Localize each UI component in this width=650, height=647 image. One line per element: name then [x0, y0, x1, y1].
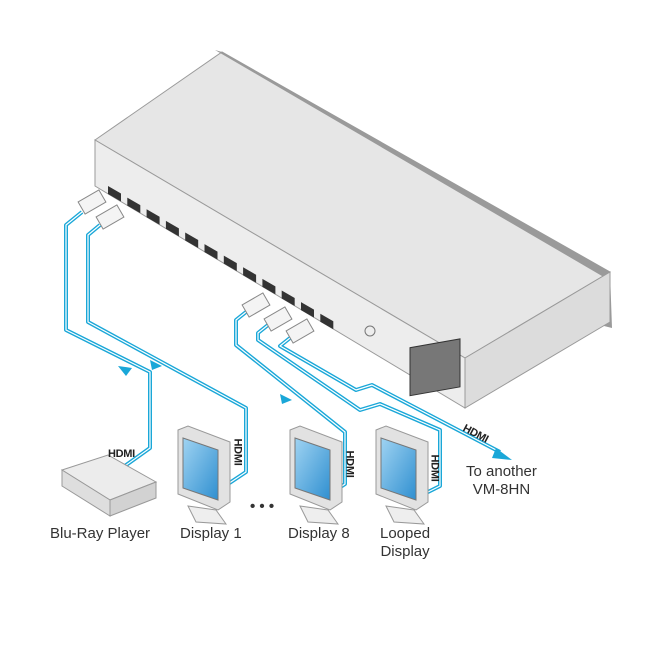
- arrow-icon: [280, 394, 292, 404]
- output-line-1: To another: [466, 463, 537, 480]
- output-line-2: VM-8HN: [472, 481, 531, 498]
- looped-line-1: Looped: [380, 525, 431, 542]
- hdmi-port: [223, 255, 237, 272]
- hdmi-port: [262, 278, 276, 295]
- hdmi-label-display-1: HDMI: [231, 438, 244, 466]
- cable-bluray-input: [64, 210, 152, 470]
- hdmi-port: [146, 209, 160, 225]
- hdmi-port: [108, 186, 121, 202]
- cable-loop-out: [278, 336, 501, 454]
- bluray-player-label: Blu-Ray Player: [50, 525, 151, 542]
- display-1-label: Display 1: [180, 525, 242, 542]
- ground-screw-icon: [364, 325, 376, 337]
- hdmi-port: [243, 267, 257, 283]
- unit-side-face: [464, 271, 611, 409]
- looped-display-label: Looped Display: [380, 525, 430, 561]
- looped-line-2: Display: [380, 543, 430, 560]
- display-1-monitor: [177, 425, 231, 525]
- cable-looped-display: [256, 323, 442, 498]
- hdmi-port: [281, 290, 295, 307]
- hdmi-connectors: [77, 189, 315, 344]
- hdmi-port: [165, 220, 179, 237]
- hdmi-label-display-8: HDMI: [343, 450, 356, 478]
- arrow-icon: [492, 448, 512, 460]
- vm-8hn-unit: [94, 50, 612, 409]
- hdmi-port: [301, 302, 314, 318]
- hdmi-port: [185, 232, 199, 248]
- looped-display-monitor: [375, 425, 429, 525]
- hdmi-port: [127, 197, 141, 214]
- cable-display-1: [86, 223, 248, 486]
- arrow-icon: [118, 366, 132, 376]
- hdmi-label-looped: HDMI: [428, 454, 441, 482]
- arrow-icon: [150, 360, 162, 370]
- output-label: To another VM-8HN: [466, 463, 537, 499]
- ellipsis: • • •: [250, 498, 275, 515]
- power-socket: [409, 338, 461, 397]
- display-8-label: Display 8: [288, 525, 350, 542]
- hdmi-port: [320, 313, 334, 330]
- display-8-monitor: [289, 425, 343, 525]
- hdmi-port: [204, 244, 218, 260]
- hdmi-label-bluray: HDMI: [108, 448, 135, 460]
- bluray-player: [60, 454, 158, 517]
